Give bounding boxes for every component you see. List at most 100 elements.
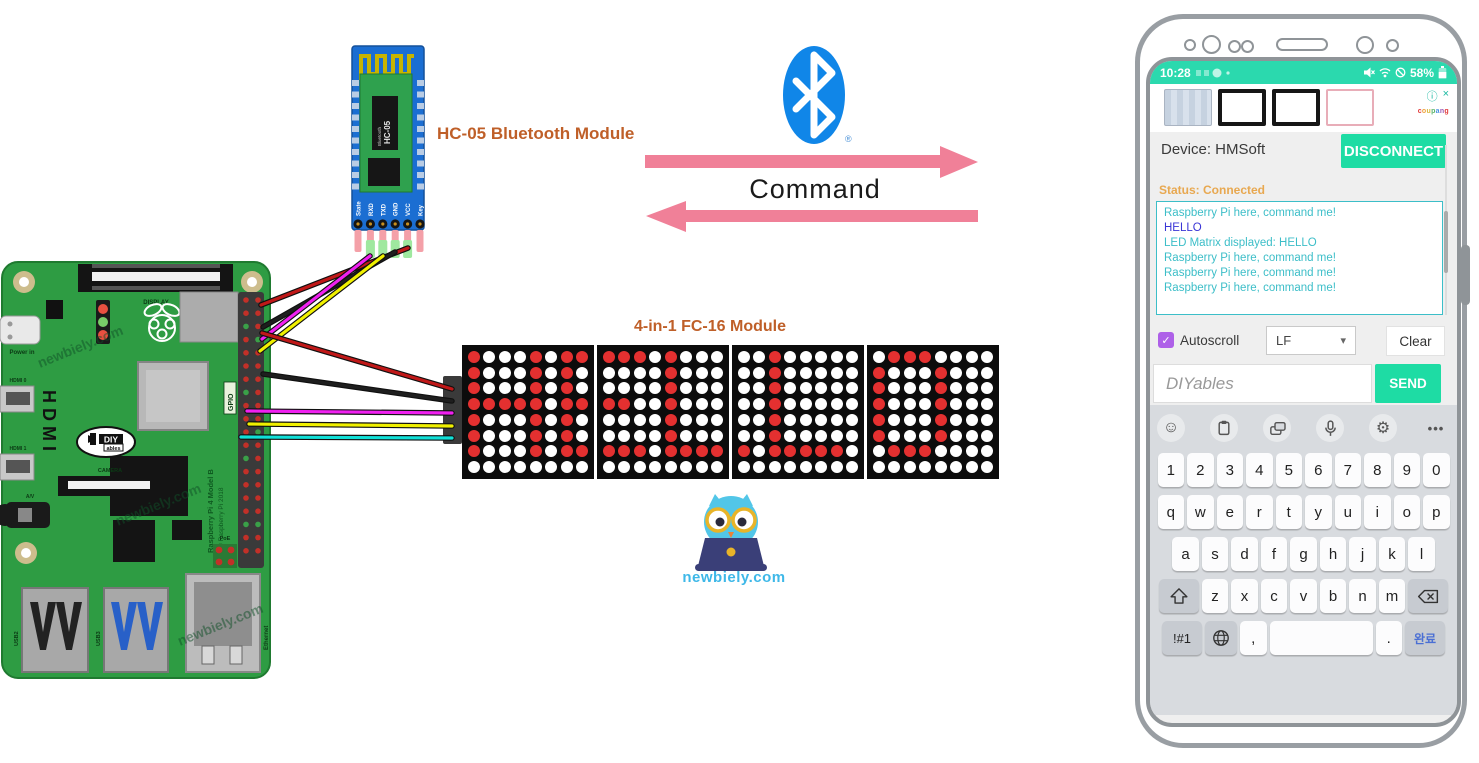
key-i[interactable]: i	[1364, 495, 1391, 529]
soc-chip	[137, 361, 209, 431]
space-key[interactable]	[1269, 621, 1373, 655]
key-h[interactable]: h	[1319, 537, 1347, 571]
period-key[interactable]: .	[1375, 621, 1402, 655]
led-on	[872, 398, 885, 411]
led-off	[695, 461, 708, 474]
message-input[interactable]	[1153, 364, 1372, 403]
key-9[interactable]: 9	[1393, 453, 1420, 487]
led-off	[830, 429, 843, 442]
ad-thumbnail[interactable]	[1164, 89, 1212, 126]
led-on	[903, 445, 916, 458]
autoscroll-checkbox[interactable]: ✓	[1158, 332, 1174, 348]
more-icon[interactable]: •••	[1427, 420, 1445, 436]
led-on	[872, 366, 885, 379]
led-off	[602, 461, 615, 474]
bluetooth-icon	[783, 46, 845, 144]
led-off	[483, 413, 496, 426]
key-0[interactable]: 0	[1423, 453, 1450, 487]
key-7[interactable]: 7	[1334, 453, 1361, 487]
key-1[interactable]: 1	[1157, 453, 1184, 487]
led-off	[649, 382, 662, 395]
key-o[interactable]: o	[1393, 495, 1420, 529]
key-f[interactable]: f	[1260, 537, 1288, 571]
key-c[interactable]: c	[1260, 579, 1288, 613]
keyboard-toolbar: ☺ ⚙ •••	[1150, 413, 1457, 443]
led-off	[576, 429, 589, 442]
led-on	[576, 398, 589, 411]
led-off	[483, 445, 496, 458]
led-off	[498, 350, 511, 363]
key-x[interactable]: x	[1231, 579, 1258, 613]
key-u[interactable]: u	[1334, 495, 1361, 529]
key-5[interactable]: 5	[1275, 453, 1302, 487]
key-l[interactable]: l	[1408, 537, 1435, 571]
symbols-key[interactable]: !#1	[1162, 621, 1202, 655]
done-key[interactable]: 완료	[1405, 621, 1445, 655]
led-off	[784, 366, 797, 379]
disconnect-button[interactable]: DISCONNECT	[1341, 134, 1446, 168]
key-t[interactable]: t	[1275, 495, 1302, 529]
key-4[interactable]: 4	[1246, 453, 1273, 487]
line-ending-dropdown[interactable]: LF ▾	[1266, 326, 1356, 355]
comma-key[interactable]: ,	[1240, 621, 1267, 655]
key-n[interactable]: n	[1349, 579, 1376, 613]
key-g[interactable]: g	[1290, 537, 1317, 571]
floating-keyboard-icon[interactable]	[1263, 414, 1291, 442]
ad-thumbnail[interactable]	[1272, 89, 1320, 126]
ad-thumbnail[interactable]	[1326, 89, 1374, 126]
key-q[interactable]: q	[1157, 495, 1184, 529]
key-b[interactable]: b	[1319, 579, 1347, 613]
ad-close-icon[interactable]: ×	[1442, 88, 1449, 100]
key-r[interactable]: r	[1246, 495, 1273, 529]
key-p[interactable]: p	[1423, 495, 1450, 529]
send-button[interactable]: SEND	[1375, 364, 1441, 403]
emoji-icon[interactable]: ☺	[1157, 414, 1185, 442]
led-off	[483, 461, 496, 474]
key-d[interactable]: d	[1231, 537, 1258, 571]
key-e[interactable]: e	[1216, 495, 1243, 529]
sensor-cutout	[1228, 40, 1241, 53]
led-off	[830, 350, 843, 363]
ad-banner: ⓘ × coupang	[1150, 84, 1457, 132]
key-a[interactable]: a	[1172, 537, 1199, 571]
led-on	[529, 429, 542, 442]
led-off	[695, 382, 708, 395]
power-button[interactable]	[1461, 245, 1470, 305]
led-off	[467, 461, 480, 474]
led-off	[784, 350, 797, 363]
key-v[interactable]: v	[1290, 579, 1317, 613]
led-off	[950, 413, 963, 426]
ad-info-icon[interactable]: ⓘ	[1426, 91, 1438, 103]
led-on	[664, 366, 677, 379]
shift-key[interactable]	[1158, 579, 1199, 613]
scrollbar-thumb[interactable]	[1444, 211, 1448, 273]
led-on	[872, 382, 885, 395]
key-y[interactable]: y	[1305, 495, 1332, 529]
led-off	[649, 350, 662, 363]
key-k[interactable]: k	[1378, 537, 1406, 571]
key-z[interactable]: z	[1201, 579, 1229, 613]
key-w[interactable]: w	[1187, 495, 1214, 529]
key-3[interactable]: 3	[1216, 453, 1243, 487]
clear-button[interactable]: Clear	[1387, 327, 1444, 355]
led-off	[545, 461, 558, 474]
led-on	[529, 366, 542, 379]
led-off	[498, 429, 511, 442]
key-s[interactable]: s	[1201, 537, 1229, 571]
clipboard-icon[interactable]	[1210, 414, 1238, 442]
led-off	[903, 429, 916, 442]
led-off	[529, 461, 542, 474]
globe-key[interactable]	[1205, 621, 1237, 655]
key-j[interactable]: j	[1349, 537, 1376, 571]
key-6[interactable]: 6	[1305, 453, 1332, 487]
ad-thumbnail[interactable]	[1218, 89, 1266, 126]
key-8[interactable]: 8	[1364, 453, 1391, 487]
settings-gear-icon[interactable]: ⚙	[1369, 414, 1397, 442]
microphone-icon[interactable]	[1316, 414, 1344, 442]
backspace-key[interactable]	[1408, 579, 1449, 613]
led-on	[664, 445, 677, 458]
key-2[interactable]: 2	[1187, 453, 1214, 487]
key-m[interactable]: m	[1378, 579, 1406, 613]
led-off	[950, 398, 963, 411]
